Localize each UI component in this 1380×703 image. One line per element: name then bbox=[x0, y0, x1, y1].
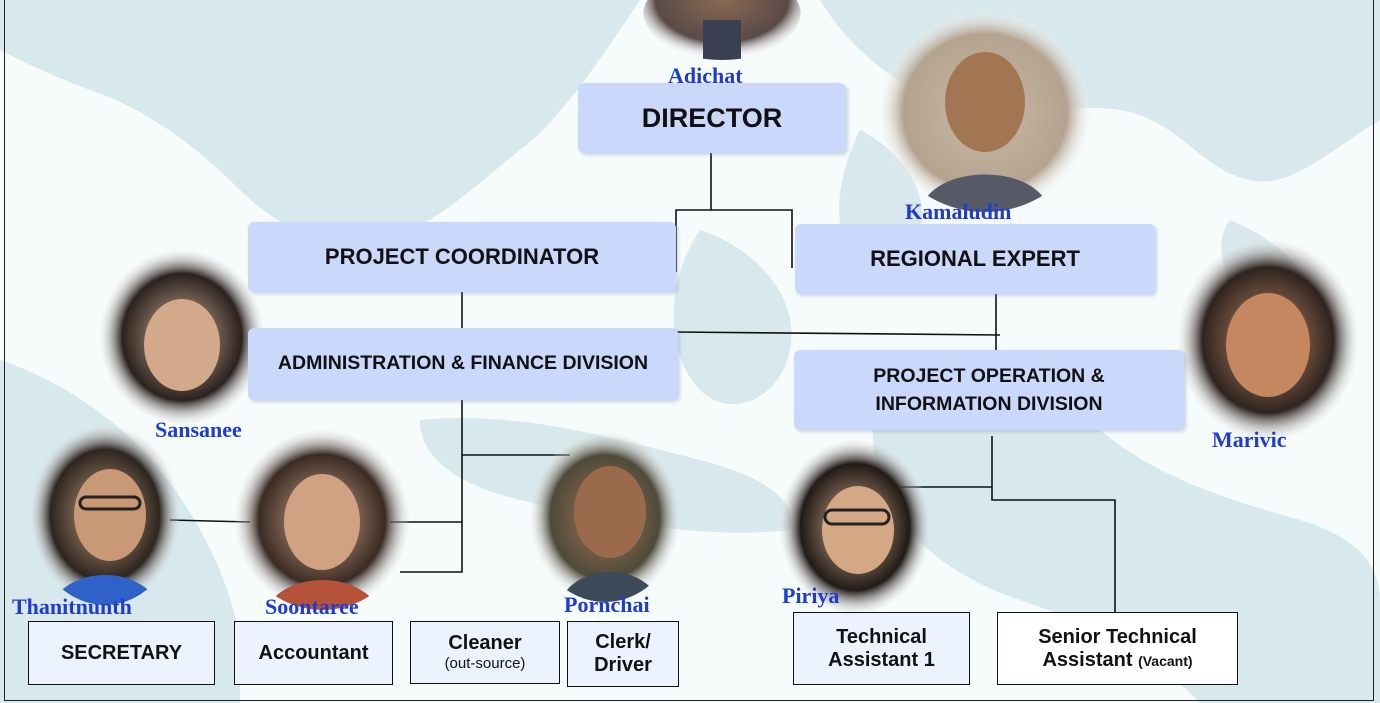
project-coordinator-title: PROJECT COORDINATOR bbox=[324, 244, 600, 269]
secretary-box: SECRETARY bbox=[28, 621, 215, 685]
clerk-driver-box: Clerk/ Driver bbox=[567, 621, 679, 687]
accountant-title: Accountant bbox=[258, 641, 369, 664]
admin-finance-box: ADMINISTRATION & FINANCE DIVISION bbox=[248, 328, 678, 400]
secretary-title: SECRETARY bbox=[60, 641, 183, 664]
senior-tech-line1: Senior Technical bbox=[1038, 625, 1197, 648]
director-title: DIRECTOR bbox=[641, 102, 783, 133]
project-operation-box: PROJECT OPERATION & INFORMATION DIVISION bbox=[794, 350, 1184, 430]
clerk-line1: Clerk/ bbox=[595, 631, 651, 653]
technical-assistant-box: Technical Assistant 1 bbox=[793, 612, 970, 685]
cleaner-note: (out-source) bbox=[444, 655, 526, 673]
senior-tech-line2-wrap: Assistant (Vacant) bbox=[1042, 649, 1192, 672]
photo-marivic bbox=[1178, 240, 1358, 440]
photo-thanitnunth bbox=[30, 425, 180, 605]
project-operation-title: PROJECT OPERATION & INFORMATION DIVISION bbox=[873, 364, 1105, 415]
photo-adichat bbox=[643, 0, 801, 60]
name-sansanee: Sansanee bbox=[155, 417, 242, 442]
tech-assistant-line2: Assistant 1 bbox=[828, 648, 935, 671]
photo-soontaree bbox=[235, 430, 410, 610]
name-pornchai: Pornchai bbox=[564, 592, 650, 617]
admin-finance-title: ADMINISTRATION & FINANCE DIVISION bbox=[277, 352, 649, 375]
name-piriya: Piriya bbox=[782, 583, 840, 608]
cleaner-box: Cleaner (out-source) bbox=[410, 621, 560, 684]
name-thanitnunth: Thanitnunth bbox=[12, 594, 132, 619]
senior-technical-assistant-box: Senior Technical Assistant (Vacant) bbox=[997, 612, 1238, 685]
senior-tech-note: (Vacant) bbox=[1138, 652, 1193, 669]
director-box: DIRECTOR bbox=[578, 83, 846, 153]
senior-tech-line2: Assistant bbox=[1042, 648, 1133, 671]
regional-expert-title: REGIONAL EXPERT bbox=[870, 246, 1080, 271]
regional-expert-box: REGIONAL EXPERT bbox=[795, 224, 1155, 294]
name-marivic: Marivic bbox=[1212, 427, 1287, 452]
accountant-box: Accountant bbox=[234, 621, 393, 685]
name-kamaludin: Kamaludin bbox=[905, 199, 1012, 224]
name-soontaree: Soontaree bbox=[265, 594, 359, 619]
photo-sansanee bbox=[100, 250, 265, 425]
name-adichat: Adichat bbox=[668, 63, 743, 88]
cleaner-title: Cleaner bbox=[448, 632, 522, 655]
photo-kamaludin bbox=[880, 12, 1090, 212]
chart-border bbox=[4, 0, 1374, 701]
project-coordinator-box: PROJECT COORDINATOR bbox=[248, 222, 676, 292]
tech-assistant-line1: Technical bbox=[836, 625, 927, 648]
photo-pornchai bbox=[530, 432, 680, 602]
photo-piriya bbox=[780, 440, 930, 615]
clerk-line2: Driver bbox=[594, 654, 652, 676]
